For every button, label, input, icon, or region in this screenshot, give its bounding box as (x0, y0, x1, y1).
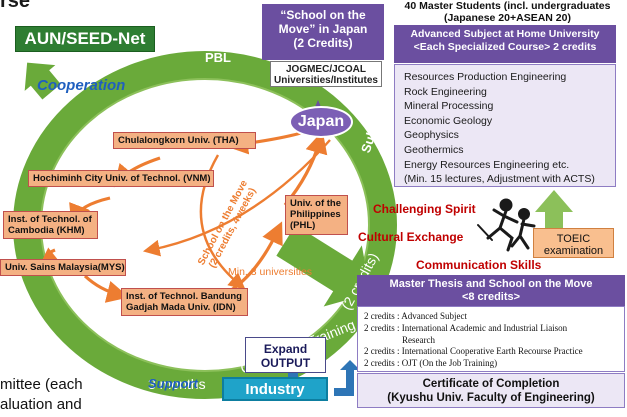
japan-bubble: Japan (289, 106, 353, 138)
course-item: Economic Geology (404, 114, 493, 127)
clipped-top-title: rse (0, 0, 31, 12)
course-item: Resources Production Engineering (404, 71, 567, 83)
green-up-arrow (535, 190, 573, 230)
thesis-credits-list: 2 credits : Advanced Subject 2 credits :… (357, 306, 625, 372)
pbl-label: PBL (205, 50, 231, 65)
expand-line2: OUTPUT (260, 356, 311, 370)
course-item: Mineral Processing (404, 100, 494, 113)
advanced-subject-line2: <Each Specialized Course> 2 credits (413, 41, 597, 53)
uni-idn-line1: Inst. of Technol. Bandung (126, 291, 242, 302)
min-universities-label: Min. 3 universities (228, 266, 313, 278)
advanced-subject-line1: Advanced Subject at Home University (410, 28, 600, 40)
students-header: 40 Master Students (incl. undergraduates… (388, 0, 627, 24)
toeic-line2: examination (543, 245, 604, 257)
industry-elbow-arrow (334, 360, 360, 396)
uni-phl-line1: Univ. of the (290, 198, 342, 209)
communication-skills-label: Communication Skills (416, 258, 542, 272)
thesis-item: 2 credits : OJT (On the Job Training) (364, 358, 498, 369)
certificate-line2: (Kyushu Univ. Faculty of Engineering) (387, 392, 595, 404)
thesis-item-continued: Research (402, 334, 435, 345)
jogmec-line2: Universities/Institutes (274, 75, 378, 86)
toeic-box: TOEIC examination (533, 228, 614, 258)
expand-output-box: Expand OUTPUT (245, 337, 326, 373)
clipped-body-text: mittee (each aluation and (0, 375, 83, 415)
jogmec-line1: JOGMEC/JCOAL (285, 64, 366, 75)
advanced-subject-header: Advanced Subject at Home University <Eac… (394, 25, 616, 63)
thesis-header-line2: <8 credits> (461, 291, 521, 303)
jogmec-box: JOGMEC/JCOAL Universities/Institutes (270, 61, 382, 87)
three-months-label: 3 months (148, 376, 206, 392)
som-japan-line1: “School on the (280, 8, 366, 22)
uni-phl-line2: Philippines (290, 209, 341, 220)
students-header-line1: 40 Master Students (incl. undergraduates (404, 0, 611, 12)
course-item: Geophysics (404, 129, 459, 142)
students-header-line2: (Japanese 20+ASEAN 20) (444, 12, 571, 24)
expand-line1: Expand (263, 342, 308, 356)
course-item: Rock Engineering (404, 85, 487, 98)
green-arrow-to-thesis (276, 225, 371, 307)
course-list: Resources Production Engineering Rock En… (394, 64, 616, 187)
thesis-item: 2 credits : International Cooperative Ea… (364, 346, 583, 357)
cultural-exchange-label: Cultural Exchange (358, 230, 464, 244)
clipped-body-line2: aluation and (0, 396, 82, 413)
som-japan-line2: Move” in Japan (278, 22, 368, 36)
uni-idn-line2: Gadjah Mada Univ. (IDN) (126, 302, 236, 313)
thesis-item: 2 credits : International Academic and I… (364, 322, 568, 333)
cooperation-arrow (24, 62, 61, 100)
uni-itc-line2: Cambodia (KHM) (8, 225, 85, 236)
uni-itc-line1: Inst. of Technol. of (8, 214, 92, 225)
course-item: Geothermics (404, 143, 464, 156)
uni-chulalongkorn: Chulalongkorn Univ. (THA) (113, 132, 256, 149)
support-label: Support (148, 376, 198, 391)
school-on-move-japan-box: “School on the Move” in Japan (2 Credits… (262, 4, 384, 60)
som-japan-line3: (2 Credits) (293, 36, 353, 50)
certificate-line1: Certificate of Completion (422, 378, 560, 390)
toeic-line1: TOEIC (556, 233, 591, 245)
challenging-spirit-label: Challenging Spirit (373, 202, 476, 216)
industry-badge: Industry (222, 377, 328, 401)
uni-sains-malaysia: Univ. Sains Malaysia(MYS) (0, 259, 126, 276)
thesis-item: 2 credits : Advanced Subject (364, 311, 467, 321)
course-item: Energy Resources Engineering etc. (404, 158, 570, 171)
thesis-header: Master Thesis and School on the Move <8 … (357, 275, 625, 306)
course-item: (Min. 15 lectures, Adjustment with ACTS) (404, 173, 595, 186)
certificate-box: Certificate of Completion (Kyushu Univ. … (357, 373, 625, 408)
runner-figure-icon (477, 198, 536, 252)
uni-phl-line3: (PHL) (290, 220, 316, 231)
cooperation-label: Cooperation (37, 77, 126, 94)
aun-seed-net-badge: AUN/SEED-Net (15, 26, 155, 52)
clipped-body-line1: mittee (each (0, 376, 83, 393)
thesis-header-line1: Master Thesis and School on the Move (389, 278, 593, 290)
uni-hochiminh: Hochiminh City Univ. of Technol. (VNM) (28, 170, 214, 187)
